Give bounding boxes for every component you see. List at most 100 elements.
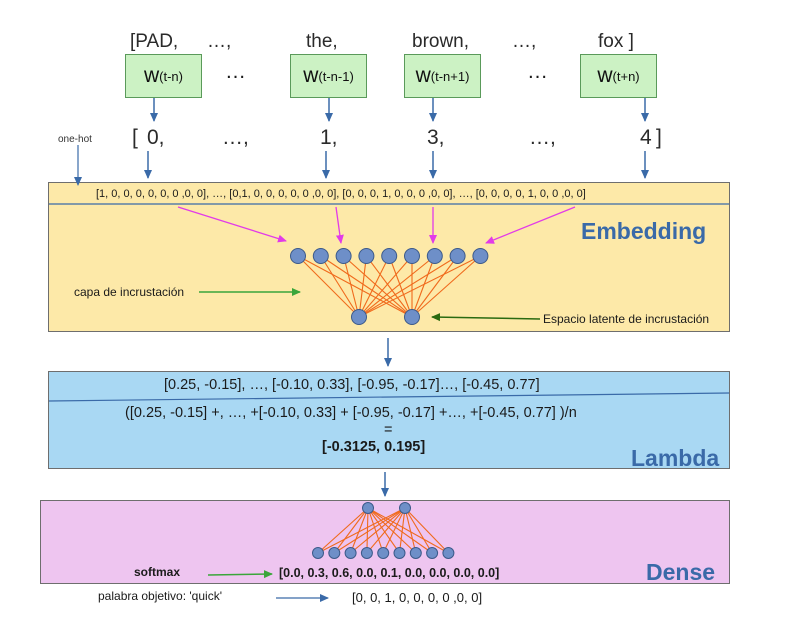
word-box-subscript: (t-n) xyxy=(159,68,183,84)
dense-connection xyxy=(366,507,369,554)
target-word-label: palabra objetivo: 'quick' xyxy=(98,589,222,603)
embedding-node xyxy=(312,248,329,264)
embedding-node xyxy=(449,248,466,264)
lambda-panel xyxy=(48,371,730,469)
context-word-fox: fox ] xyxy=(598,31,634,52)
dense-connection xyxy=(367,507,400,554)
index-open-bracket: [ xyxy=(132,126,138,149)
context-word-ellipsis-2: …, xyxy=(512,31,537,52)
embedding-connection xyxy=(358,255,390,318)
one-hot-input-vector: [1, 0, 0, 0, 0, 0, 0 ,0, 0], …, [0,1, 0,… xyxy=(96,188,586,200)
softmax-arrow xyxy=(207,570,273,579)
dense-connection xyxy=(317,507,406,554)
lambda-vectors: [0.25, -0.15], …, [-0.10, 0.33], [-0.95,… xyxy=(164,377,540,393)
embedding-layer-label: capa de incrustación xyxy=(74,285,185,299)
one-hot-label: one-hot xyxy=(58,134,92,145)
dense-panel xyxy=(40,500,730,584)
dense-title: Dense xyxy=(646,559,716,585)
embedding-node xyxy=(335,248,352,264)
embedding-title: Embedding xyxy=(581,218,707,244)
embedding-connection xyxy=(388,255,413,318)
latent-label-arrow xyxy=(431,313,541,322)
dense-connection xyxy=(317,507,369,554)
dense-output-node xyxy=(393,547,406,559)
embedding-node xyxy=(358,248,375,264)
dense-connection xyxy=(367,507,449,554)
dense-connection xyxy=(366,507,406,554)
dense-connection xyxy=(382,507,406,554)
dense-output-node xyxy=(377,547,390,559)
latent-space-label: Espacio latente de incrustación xyxy=(543,312,710,326)
embedding-connection xyxy=(297,255,360,318)
dense-connection xyxy=(334,507,406,554)
dense-output-node xyxy=(426,547,439,559)
context-word-pad: [PAD, xyxy=(130,31,179,52)
embedding-connection xyxy=(343,255,413,318)
embedding-connection xyxy=(358,255,436,318)
dense-input-node xyxy=(399,502,411,514)
embedding-node xyxy=(426,248,443,264)
word-box-dots-1: … xyxy=(225,60,246,83)
dense-connection xyxy=(404,507,449,554)
target-one-hot-vector: [0, 0, 1, 0, 0, 0, 0 ,0, 0] xyxy=(352,590,483,605)
dense-connection xyxy=(367,507,433,554)
embedding-connection xyxy=(365,255,413,318)
dense-output-node xyxy=(360,547,373,559)
word-box-t-n-1: w(t-n-1) xyxy=(290,54,367,98)
dense-connection xyxy=(350,507,369,554)
dense-connection xyxy=(404,507,433,554)
embedding-connection xyxy=(320,255,413,318)
dense-connection xyxy=(398,507,406,554)
lambda-equals: = xyxy=(384,422,393,438)
softmax-label: softmax xyxy=(134,565,181,579)
word-box-main: w xyxy=(143,64,160,87)
one-hot-to-embedding-arrow xyxy=(177,206,287,243)
embedding-node xyxy=(381,248,398,264)
dense-connection xyxy=(367,507,384,554)
context-word-brown: brown, xyxy=(412,31,470,52)
one-hot-to-embedding-arrow xyxy=(335,206,344,244)
lambda-separator-line xyxy=(48,392,730,402)
word-box-main: w xyxy=(415,64,431,87)
word-box-dots-2: … xyxy=(527,60,548,83)
softmax-output: [0.0, 0.3, 0.6, 0.0, 0.1, 0.0, 0.0, 0.0,… xyxy=(279,566,500,580)
embedding-node xyxy=(404,248,420,264)
dense-connection xyxy=(404,507,417,554)
embedding-connection xyxy=(343,255,360,318)
dense-output-node xyxy=(328,547,341,559)
word-box-main: w xyxy=(303,64,319,87)
word-box-t-n-plus-1: w(t-n+1) xyxy=(404,54,481,98)
context-word-the: the, xyxy=(306,31,338,52)
embedding-connection xyxy=(411,255,481,318)
index-close-bracket: ] xyxy=(656,126,662,149)
index-1: 1, xyxy=(320,126,338,149)
dense-connection xyxy=(350,507,406,554)
dense-output-node xyxy=(344,547,357,559)
embedding-connection xyxy=(320,255,360,318)
embedding-connection xyxy=(411,255,459,318)
word-box-subscript: (t-n+1) xyxy=(430,68,470,84)
latent-node xyxy=(351,309,367,325)
word-box-t-n: w(t-n) xyxy=(125,54,202,98)
one-hot-to-embedding-arrow xyxy=(485,206,576,244)
embedding-connection xyxy=(297,255,413,318)
latent-node xyxy=(404,309,420,325)
dense-output-node xyxy=(442,547,455,559)
embedding-connection xyxy=(411,255,436,318)
word-box-subscript: (t-n-1) xyxy=(318,68,354,84)
embedding-connection xyxy=(358,255,367,318)
dense-connection xyxy=(333,507,369,554)
dense-connection xyxy=(367,507,417,554)
word-box-subscript: (t+n) xyxy=(612,68,640,84)
embedding-node xyxy=(472,248,489,264)
context-word-ellipsis-1: …, xyxy=(207,31,232,52)
lambda-title: Lambda xyxy=(631,445,720,471)
dense-input-node xyxy=(362,502,374,514)
lambda-formula: ([0.25, -0.15] +, …, +[-0.10, 0.33] + [-… xyxy=(125,405,577,421)
dense-output-node xyxy=(312,547,324,559)
lambda-result: [-0.3125, 0.195] xyxy=(322,439,426,455)
index-0: 0, xyxy=(147,126,165,149)
index-4: 4 xyxy=(640,126,652,149)
